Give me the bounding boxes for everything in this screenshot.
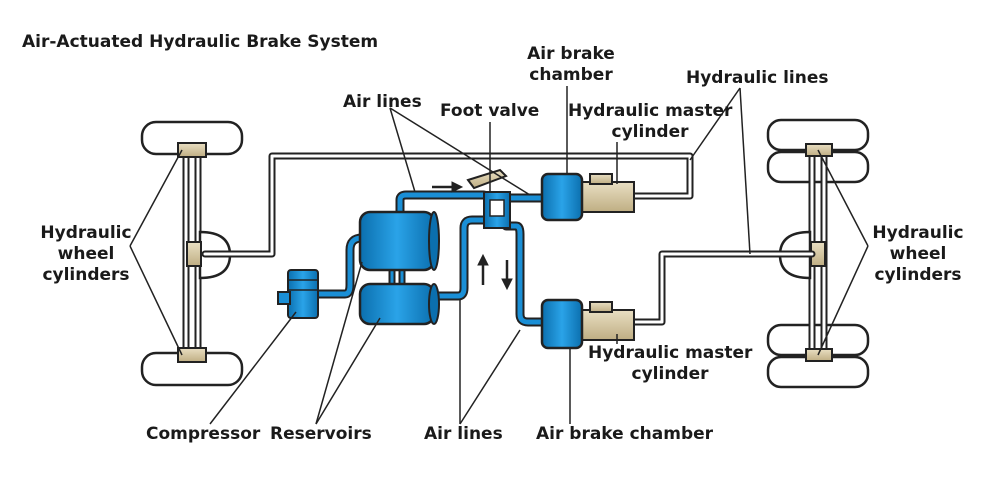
air-lines bbox=[313, 190, 547, 327]
label-foot-valve: Foot valve bbox=[440, 101, 540, 121]
bottom-brake-unit bbox=[540, 298, 635, 350]
bottom-master-cylinder bbox=[577, 309, 635, 341]
label-hydraulic-lines: Hydraulic lines bbox=[686, 68, 829, 88]
label-air-lines-top: Air lines bbox=[343, 92, 422, 112]
label-line: cylinder bbox=[631, 364, 709, 384]
label-hydraulic-master-cylinder-bottom: Hydraulic master cylinder bbox=[588, 343, 752, 385]
label-hydraulic-wheel-cylinders-left: Hydraulic wheel cylinders bbox=[30, 223, 142, 286]
compressor bbox=[277, 269, 319, 319]
label-reservoirs: Reservoirs bbox=[270, 424, 372, 444]
label-line: wheel bbox=[889, 244, 947, 264]
label-line: Hydraulic bbox=[40, 223, 132, 243]
label-hydraulic-master-cylinder-top: Hydraulic master cylinder bbox=[568, 101, 732, 143]
leader-lines bbox=[129, 86, 869, 425]
label-line: cylinders bbox=[42, 265, 130, 285]
label-line: Hydraulic master bbox=[568, 101, 733, 121]
diagram-title: Air-Actuated Hydraulic Brake System bbox=[22, 32, 379, 52]
rear-top-wheel-cylinder bbox=[805, 143, 833, 157]
front-junction bbox=[186, 241, 202, 267]
top-air-brake-chamber bbox=[540, 172, 584, 222]
flow-arrows bbox=[432, 181, 513, 291]
bottom-air-brake-chamber bbox=[540, 298, 584, 350]
front-top-wheel-cylinder bbox=[177, 142, 207, 158]
front-bottom-wheel-cylinder bbox=[177, 347, 207, 363]
reservoir-bottom bbox=[358, 282, 436, 326]
label-line: Hydraulic master bbox=[588, 343, 753, 363]
label-air-brake-chamber-bottom: Air brake chamber bbox=[536, 424, 714, 444]
label-hydraulic-wheel-cylinders-right: Hydraulic wheel cylinders bbox=[862, 223, 974, 286]
label-air-lines-bottom: Air lines bbox=[424, 424, 503, 444]
rear-bottom-wheel-cylinder bbox=[805, 348, 833, 362]
label-line: cylinders bbox=[874, 265, 962, 285]
label-line: Air brake bbox=[527, 44, 615, 64]
reservoirs bbox=[358, 210, 440, 326]
reservoir-top bbox=[358, 210, 436, 272]
label-line: wheel bbox=[57, 244, 115, 264]
label-line: Hydraulic bbox=[872, 223, 964, 243]
top-master-cylinder bbox=[577, 181, 635, 213]
label-line: cylinder bbox=[611, 122, 689, 142]
label-air-brake-chamber-top: Air brake chamber bbox=[523, 44, 619, 86]
label-compressor: Compressor bbox=[146, 424, 261, 444]
label-line: chamber bbox=[529, 65, 613, 85]
hydraulic-lines bbox=[201, 152, 816, 326]
top-brake-unit bbox=[540, 172, 635, 222]
